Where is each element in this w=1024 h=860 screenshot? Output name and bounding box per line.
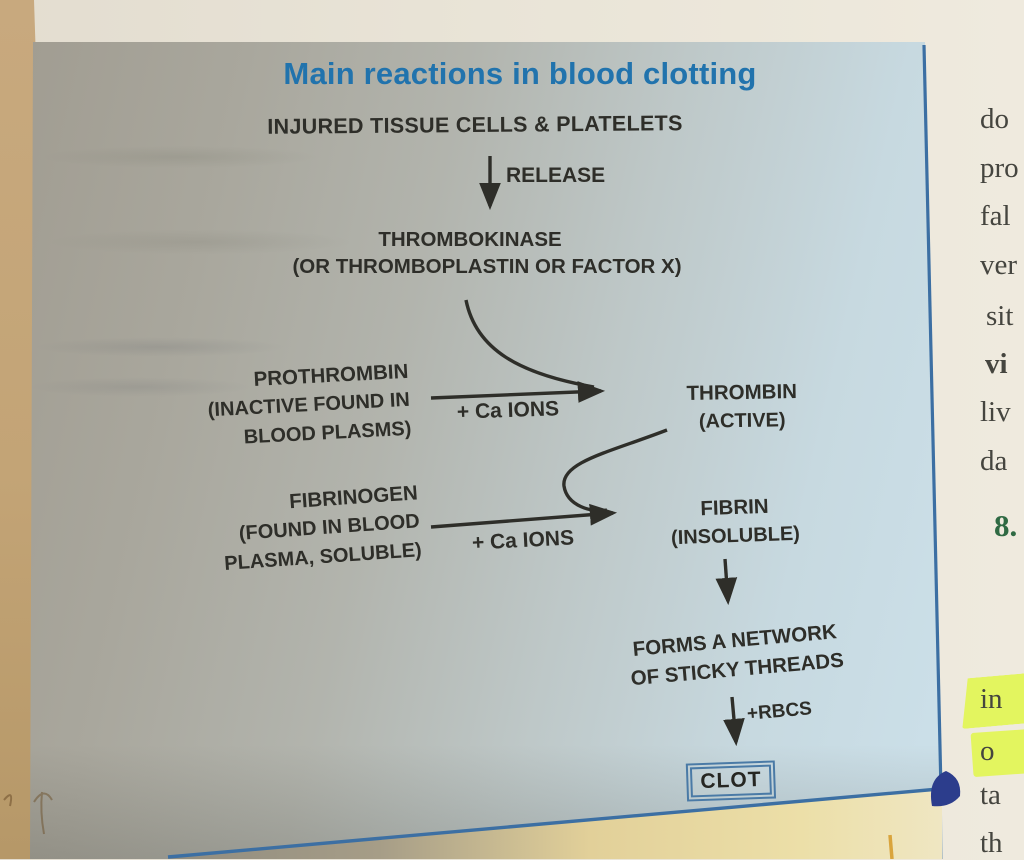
prothrombin-node: PROTHROMBIN (INACTIVE FOUND IN BLOOD PLA…: [133, 357, 412, 458]
clot-label: CLOT: [689, 764, 773, 798]
column-text-fragment: fal: [980, 200, 1011, 232]
column-text-fragment: ta: [980, 779, 1001, 811]
thrombin-title: THROMBIN: [686, 380, 798, 405]
column-list-number: 8.: [994, 508, 1018, 543]
column-text-fragment: da: [980, 445, 1008, 477]
column-text-fragment: o: [980, 735, 995, 767]
release-label: RELEASE: [506, 164, 606, 187]
column-text-fragment: do: [980, 103, 1009, 135]
page-title: Main reactions in blood clotting: [283, 56, 757, 91]
column-text-fragment: sit: [986, 300, 1014, 332]
column-text-fragment: pro: [980, 152, 1019, 184]
column-text-fragment: th: [980, 827, 1003, 859]
thrombokinase-node: THROMBOKINASE: [378, 228, 562, 251]
ca-ions-label-top: + Ca IONS: [456, 397, 560, 424]
injured-tissue-node: INJURED TISSUE CELLS & PLATELETS: [267, 111, 683, 139]
column-text-fragment: in: [980, 683, 1003, 715]
network-node: FORMS A NETWORK OF STICKY THREADS: [630, 620, 845, 690]
fibrin-node: FIBRIN (INSOLUBLE): [671, 493, 801, 551]
thrombokinase-alt-label: (OR THROMBOPLASTIN OR FACTOR X): [292, 255, 682, 278]
column-text-fragment: ver: [980, 249, 1018, 281]
thrombin-node: THROMBIN (ACTIVE): [686, 378, 797, 436]
clot-node: CLOT: [685, 760, 777, 802]
column-text-fragment: vi: [985, 348, 1008, 380]
thrombin-subtext: (ACTIVE): [698, 409, 786, 433]
column-text-fragment: liv: [980, 396, 1011, 428]
highlight-mark: [970, 728, 1024, 778]
diagram-panel: [30, 42, 943, 859]
